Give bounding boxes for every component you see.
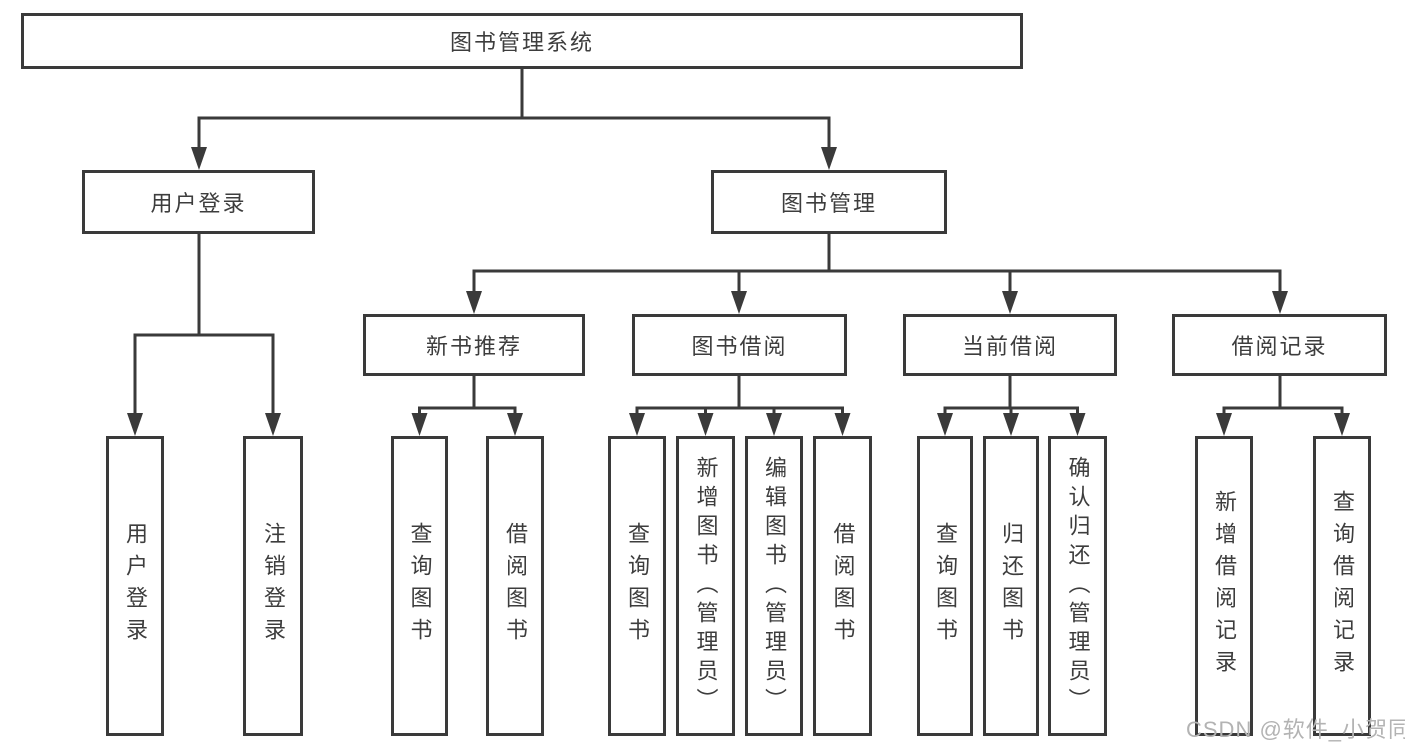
- node-current-borrow: 当前借阅: [903, 314, 1117, 376]
- node-label: 注销登录: [261, 522, 286, 650]
- node-records-add-record: 新增借阅记录: [1195, 436, 1253, 736]
- node-current-query-books: 查询图书: [917, 436, 973, 736]
- node-label: 查询图书: [933, 522, 958, 650]
- node-recommend-query-books: 查询图书: [391, 436, 448, 736]
- node-label: 用户登录: [150, 191, 247, 216]
- node-label: 归还图书: [999, 522, 1024, 650]
- node-borrow-add-books-admin: 新增图书（管理员）: [676, 436, 735, 736]
- node-label: 编辑图书（管理员）: [762, 455, 787, 717]
- node-recommend-borrow-books: 借阅图书: [486, 436, 544, 736]
- node-label: 新增借阅记录: [1212, 490, 1237, 682]
- node-label: 查询图书: [407, 522, 433, 650]
- node-book-management: 图书管理: [711, 170, 947, 234]
- node-label: 新增图书（管理员）: [693, 455, 719, 717]
- node-label: 图书借阅: [691, 334, 788, 359]
- node-label: 当前借阅: [961, 334, 1058, 359]
- watermark: CSDN @软件_小贺同学: [1186, 717, 1405, 742]
- node-borrow-query-books: 查询图书: [608, 436, 666, 736]
- node-user-login-group: 用户登录: [82, 170, 315, 234]
- node-label: 图书管理系统: [449, 30, 594, 55]
- node-label: 借阅图书: [830, 522, 856, 650]
- node-records-query-record: 查询借阅记录: [1313, 436, 1371, 736]
- node-label: 图书管理: [780, 191, 877, 216]
- node-label: 用户登录: [123, 522, 148, 650]
- node-borrow-borrow-books: 借阅图书: [813, 436, 872, 736]
- node-label: 查询借阅记录: [1330, 490, 1355, 682]
- node-user-login: 用户登录: [106, 436, 164, 736]
- node-label: 借阅图书: [503, 522, 528, 650]
- node-root: 图书管理系统: [21, 13, 1023, 69]
- node-borrow-edit-books-admin: 编辑图书（管理员）: [745, 436, 803, 736]
- node-book-borrow: 图书借阅: [632, 314, 847, 376]
- node-current-confirm-return-admin: 确认归还（管理员）: [1048, 436, 1107, 736]
- node-current-return-books: 归还图书: [983, 436, 1039, 736]
- node-logout: 注销登录: [243, 436, 303, 736]
- node-new-book-recommend: 新书推荐: [363, 314, 585, 376]
- node-label: 借阅记录: [1231, 334, 1328, 359]
- arrowhead-icons: [127, 147, 1350, 436]
- node-borrow-records: 借阅记录: [1172, 314, 1387, 376]
- node-label: 查询图书: [625, 522, 650, 650]
- node-label: 新书推荐: [425, 334, 522, 359]
- node-label: 确认归还（管理员）: [1065, 455, 1091, 717]
